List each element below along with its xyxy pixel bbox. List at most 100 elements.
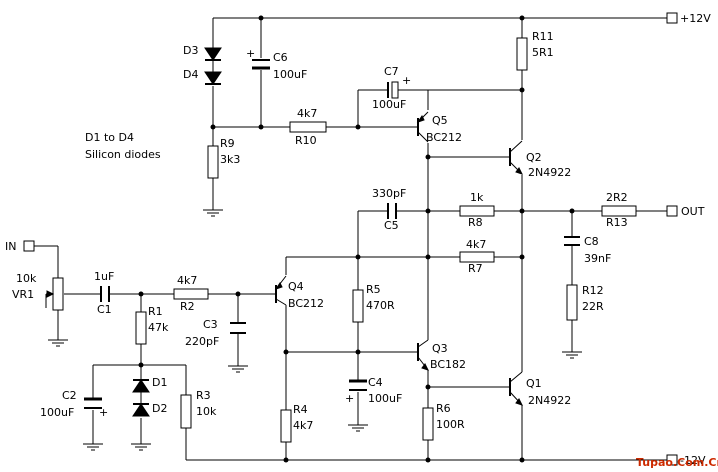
label-r13: R13	[606, 216, 628, 229]
label-r3-val: 10k	[196, 405, 217, 418]
resistor-r4	[280, 409, 292, 443]
label-c4: C4	[368, 376, 383, 389]
label-c2: C2	[62, 389, 77, 402]
label-r2: R2	[180, 300, 195, 313]
label-c6: C6	[273, 51, 288, 64]
label-r7-val: 4k7	[466, 238, 486, 251]
label-r5: R5	[366, 283, 381, 296]
transistor-q5	[416, 111, 429, 143]
label-r6-val: 100R	[436, 418, 465, 431]
resistor-r13	[601, 205, 637, 217]
label-q3-type: BC182	[430, 358, 466, 371]
label-r11-val: 5R1	[532, 46, 554, 59]
label-r12: R12	[582, 284, 604, 297]
diode-d3	[204, 47, 222, 72]
capacitor-c3	[230, 322, 246, 334]
label-d2: D2	[152, 402, 167, 415]
label-r10-val: 4k7	[297, 107, 317, 120]
capacitor-c6	[252, 59, 270, 70]
label-d3: D3	[183, 44, 198, 57]
label-c5: C5	[384, 219, 399, 232]
label-r3: R3	[196, 389, 211, 402]
label-d4: D4	[183, 68, 198, 81]
transistor-q3	[417, 339, 429, 371]
label-c1-val: 1uF	[94, 270, 114, 283]
label-c4-plus: +	[345, 392, 354, 405]
capacitor-c5	[387, 203, 397, 219]
label-d1: D1	[152, 376, 167, 389]
label-c7: C7	[384, 65, 399, 78]
label-r13-val: 2R2	[606, 191, 628, 204]
label-r8-val: 1k	[470, 191, 484, 204]
resistor-r9	[207, 145, 219, 179]
label-c3: C3	[203, 318, 218, 331]
label-c2-val: 100uF	[40, 406, 74, 419]
capacitor-c4	[349, 379, 367, 391]
resistor-r3	[180, 394, 192, 429]
resistor-r2	[173, 288, 209, 300]
label-r4: R4	[293, 403, 308, 416]
label-r6: R6	[436, 402, 451, 415]
potentiometer-vr1	[45, 277, 64, 311]
capacitor-c1	[100, 286, 110, 302]
label-c6-plus: +	[246, 47, 255, 60]
resistor-r11	[516, 37, 528, 71]
watermark: Tupao.Com.Cn	[636, 456, 718, 469]
resistor-r6	[422, 407, 434, 441]
label-q2-type: 2N4922	[528, 166, 571, 179]
label-r9: R9	[220, 137, 235, 150]
label-c2-plus: +	[99, 406, 108, 419]
label-r2-val: 4k7	[177, 274, 197, 287]
label-q3: Q3	[432, 342, 448, 355]
transistor-q1	[509, 371, 523, 406]
label-r10: R10	[295, 134, 317, 147]
diode-d2	[132, 403, 150, 417]
capacitor-c2	[84, 397, 102, 409]
label-r9-val: 3k3	[220, 153, 240, 166]
label-out: OUT	[681, 205, 705, 218]
terminals	[23, 12, 678, 466]
label-c6-val: 100uF	[273, 68, 307, 81]
label-q2: Q2	[526, 151, 542, 164]
diode-d4	[204, 71, 222, 85]
resistor-r10	[289, 121, 327, 133]
label-c8: C8	[584, 235, 599, 248]
resistor-r5	[352, 289, 364, 323]
diode-d1	[132, 379, 150, 404]
label-note2: Silicon diodes	[85, 148, 161, 161]
label-r12-val: 22R	[582, 300, 604, 313]
label-q1: Q1	[526, 377, 542, 390]
resistor-r7	[459, 251, 495, 263]
label-r8: R8	[468, 216, 483, 229]
resistor-r8	[459, 205, 495, 217]
capacitor-c7	[387, 81, 399, 99]
label-c5-val: 330pF	[372, 187, 406, 200]
label-in: IN	[5, 240, 16, 253]
label-c7-val: 100uF	[372, 98, 406, 111]
transistor-q2	[509, 140, 523, 175]
label-vr1: VR1	[12, 288, 34, 301]
label-q4-type: BC212	[288, 297, 324, 310]
label-r7: R7	[468, 262, 483, 275]
label-r1: R1	[148, 305, 163, 318]
label-supply: +12V	[680, 12, 711, 25]
junction-dots	[138, 15, 575, 463]
label-note1: D1 to D4	[85, 131, 134, 144]
label-r1-val: 47k	[148, 321, 169, 334]
text-labels: D3 D4 + C6 100uF C7 + 100uF R11 5R1 +12V…	[5, 12, 718, 469]
label-r11: R11	[532, 30, 554, 43]
label-q5-type: BC212	[426, 131, 462, 144]
label-r5-val: 470R	[366, 299, 395, 312]
label-q1-type: 2N4922	[528, 394, 571, 407]
label-c8-val: 39nF	[584, 252, 611, 265]
label-c7-plus: +	[402, 74, 411, 87]
label-vr1-val: 10k	[16, 272, 37, 285]
label-c3-val: 220pF	[185, 335, 219, 348]
label-c1: C1	[97, 303, 112, 316]
label-supply-neg: -12V	[680, 454, 706, 467]
transistor-q4	[274, 275, 287, 306]
capacitor-c8	[564, 236, 580, 246]
resistor-r1	[135, 311, 147, 345]
